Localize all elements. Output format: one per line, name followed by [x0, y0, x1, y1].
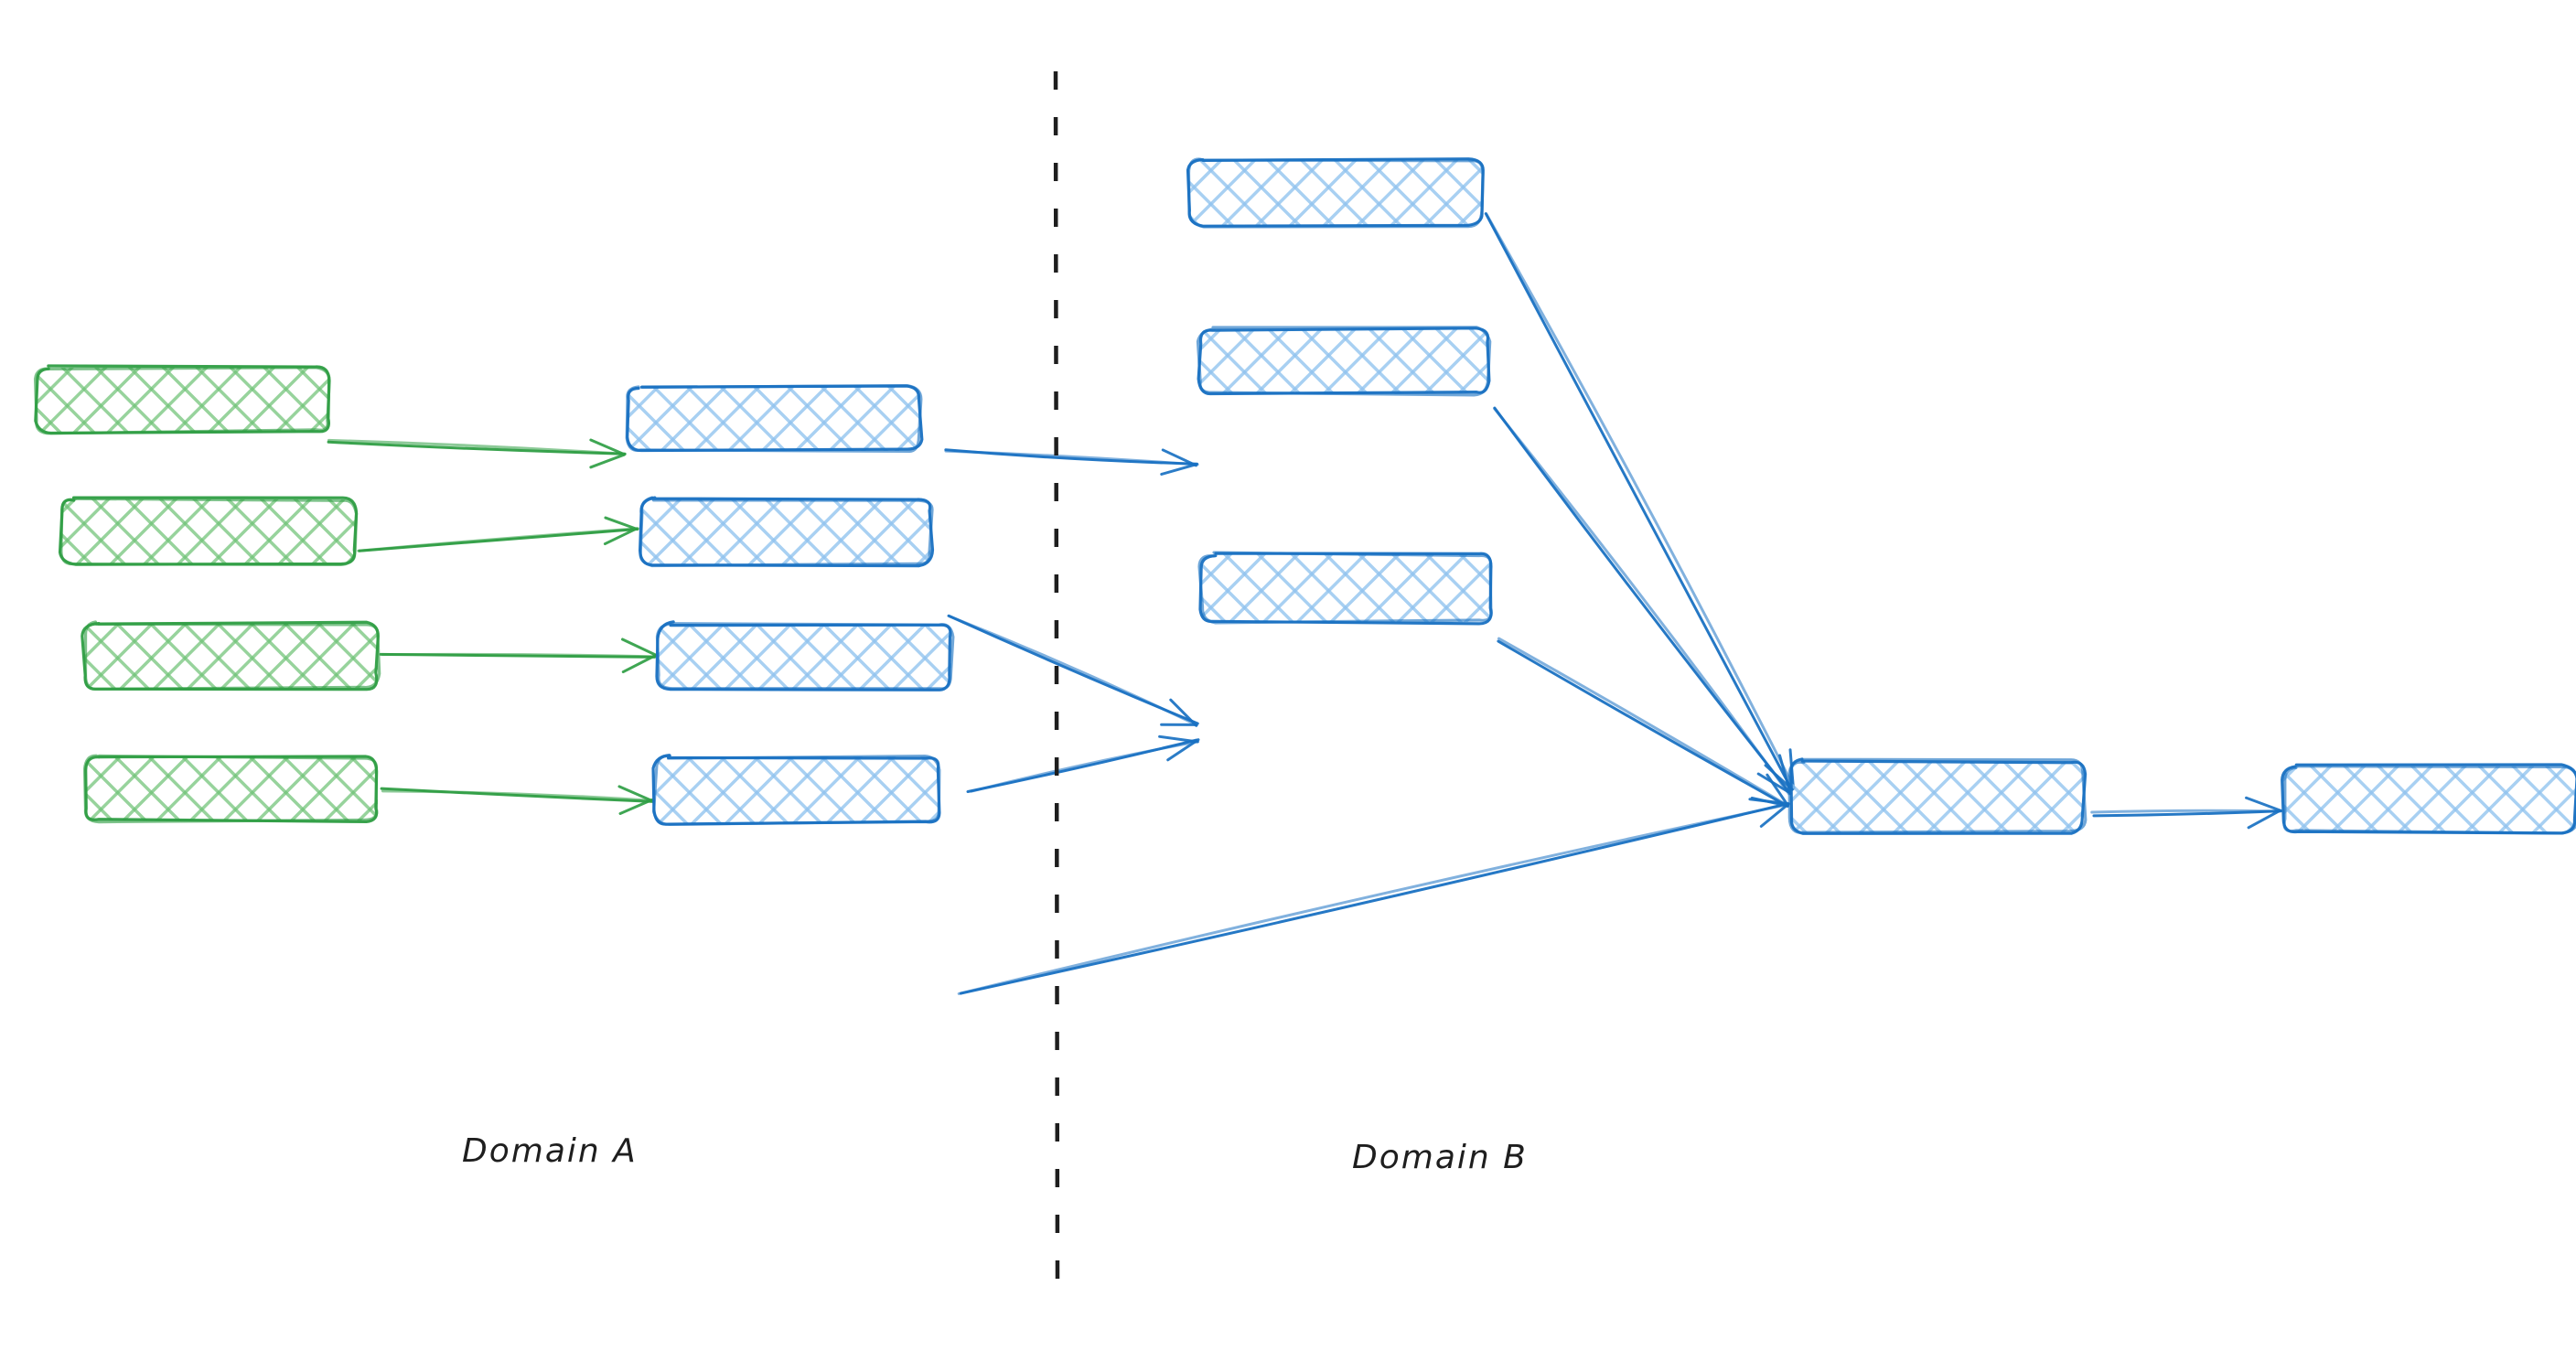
node-b-hub[interactable] — [1787, 757, 2088, 835]
edge-e-a4[interactable] — [380, 785, 655, 815]
edge-e-b1[interactable] — [944, 448, 1199, 476]
edge-e-b2[interactable] — [947, 614, 1199, 727]
node-a-src-3[interactable] — [80, 620, 381, 691]
node-b-node-3[interactable] — [1197, 551, 1494, 626]
edge-e-h1[interactable] — [1484, 212, 1796, 791]
node-a-src-4[interactable] — [82, 754, 380, 824]
edge-e-a2[interactable] — [357, 516, 640, 552]
node-a-src-2[interactable] — [58, 496, 359, 566]
node-b-node-2[interactable] — [1196, 326, 1492, 397]
edge-e-b3[interactable] — [966, 734, 1200, 794]
node-a-mid-4[interactable] — [651, 753, 941, 827]
edge-layer — [327, 212, 2282, 995]
node-a-mid-1[interactable] — [625, 383, 924, 454]
node-b-output[interactable] — [2281, 763, 2576, 835]
node-layer — [33, 157, 2576, 835]
domain-b-label: Domain B — [1352, 1139, 1528, 1176]
edge-e-h3[interactable] — [1497, 637, 1790, 808]
node-a-mid-3[interactable] — [655, 620, 955, 691]
node-a-mid-2[interactable] — [639, 496, 935, 568]
edge-e-h2[interactable] — [1493, 406, 1792, 796]
domain-divider — [1053, 70, 1060, 1281]
edge-e-b4[interactable] — [957, 798, 1790, 995]
divider-layer — [1053, 70, 1060, 1281]
edge-e-out[interactable] — [2090, 796, 2282, 830]
domain-a-label: Domain A — [462, 1132, 638, 1170]
edge-e-a3[interactable] — [379, 638, 658, 674]
edge-e-a1[interactable] — [327, 438, 627, 469]
node-a-src-1[interactable] — [33, 364, 331, 435]
node-b-node-1[interactable] — [1186, 157, 1485, 229]
